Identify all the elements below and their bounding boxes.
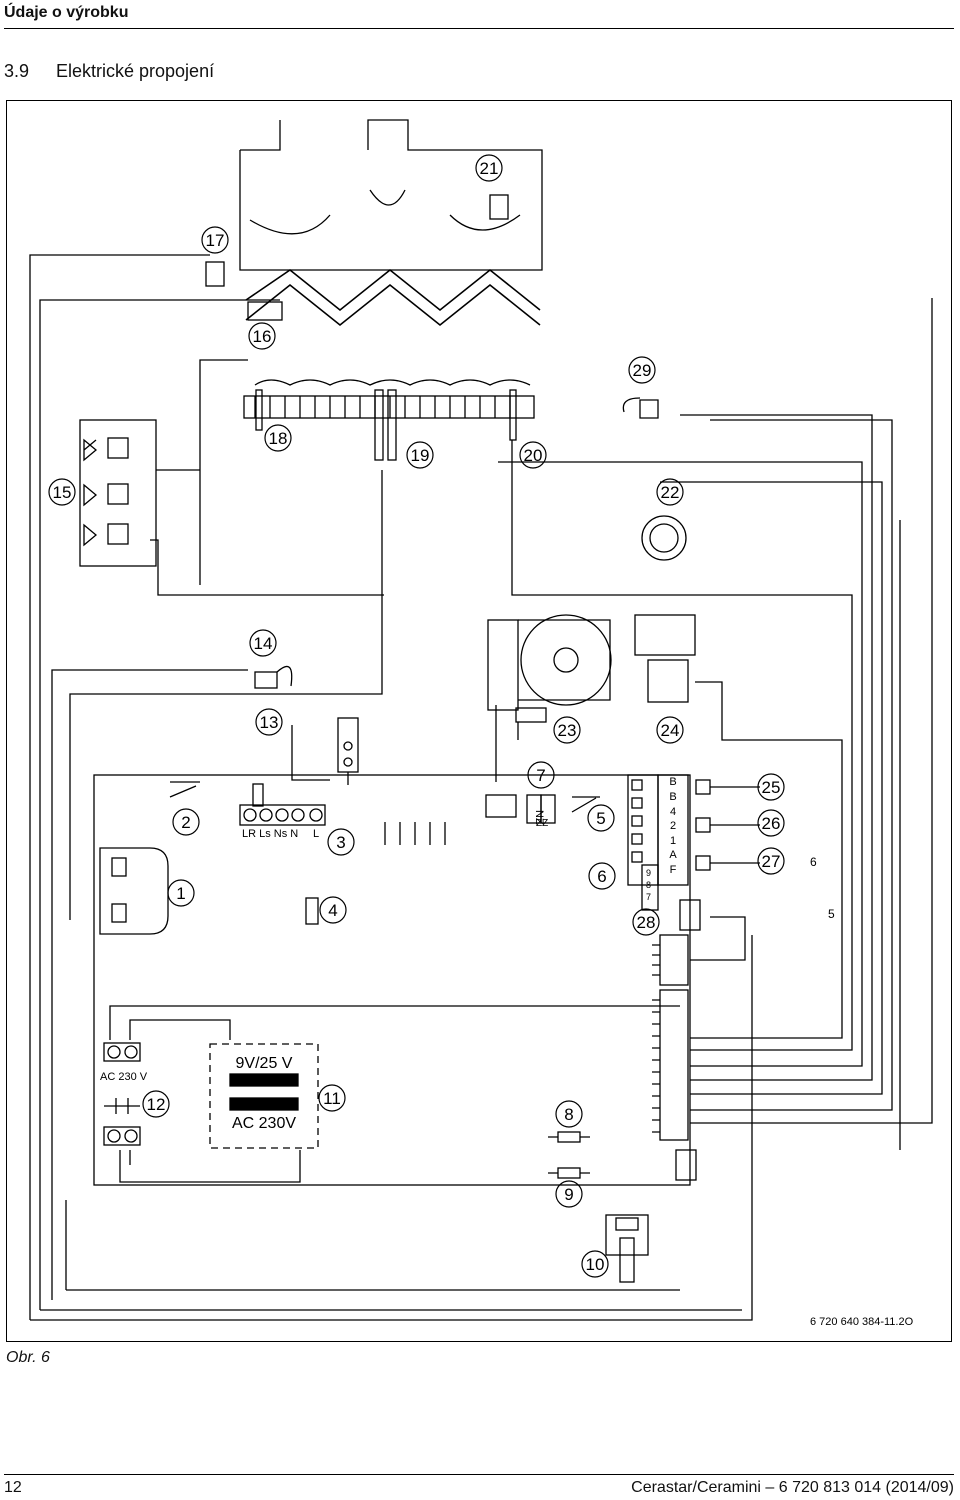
callout-5: 5 [596,809,605,828]
section-title: Elektrické propojení [56,61,215,81]
callout-27: 27 [762,852,781,871]
callout-9: 9 [564,1185,573,1204]
side-label-b2: B [669,791,676,803]
side-label-f: F [670,864,677,876]
callout-14: 14 [254,634,273,653]
side-label-b1: B [669,776,676,788]
callout-22: 22 [661,483,680,502]
footer-rule [4,1474,954,1475]
terminal-label-zz: ZZ [536,818,548,829]
callout-17: 17 [206,231,225,250]
callout-10: 10 [586,1255,605,1274]
callout-6: 6 [597,867,606,886]
small-label-9: 9 [646,868,651,878]
section-number: 3.9 [4,61,30,81]
wire-number-six: 6 [810,855,817,869]
small-label-8: 8 [646,880,651,890]
terminal-label-power: LR Ls Ns N [242,828,298,840]
footer-page-number: 12 [4,1479,22,1496]
callout-23: 23 [558,721,577,740]
transformer-primary-label: AC 230V [232,1115,296,1132]
callout-29: 29 [633,361,652,380]
callout-7: 7 [536,766,545,785]
callout-28: 28 [637,913,656,932]
header-rule [4,28,954,29]
callout-26: 26 [762,814,781,833]
callout-11: 11 [323,1089,341,1108]
side-label-4: 4 [670,806,676,818]
header-title: Údaje o výrobku [4,4,129,21]
callout-8: 8 [564,1105,573,1124]
mains-label: AC 230 V [100,1071,148,1083]
callout-21: 21 [480,159,499,178]
diagram-frame [6,100,952,1342]
footer-document-id: Cerastar/Ceramini – 6 720 813 014 (2014/… [631,1479,954,1496]
callout-13: 13 [260,713,279,732]
callout-19: 19 [411,446,430,465]
callout-20: 20 [524,446,543,465]
figure-label: Obr. 6 [6,1349,50,1366]
callout-25: 25 [762,778,781,797]
diagram-code: 6 720 640 384-11.2O [810,1316,914,1328]
side-label-2: 2 [670,820,676,832]
callout-15: 15 [53,483,72,502]
section-heading: 3.9 Elektrické propojení [4,61,214,82]
terminal-label-nz: NZ [533,810,545,825]
callout-24: 24 [661,721,680,740]
callout-18: 18 [269,429,288,448]
wire-number-five: 5 [828,907,835,921]
callout-3: 3 [336,833,345,852]
callout-1: 1 [176,884,185,903]
terminal-label-live: L [313,828,319,840]
callout-4: 4 [328,901,337,920]
transformer-secondary-label: 9V/25 V [236,1055,293,1072]
callout-12: 12 [147,1095,166,1114]
callout-16: 16 [253,327,272,346]
callout-2: 2 [181,813,190,832]
small-label-7: 7 [646,892,651,902]
side-label-a: A [669,849,677,861]
side-label-1: 1 [670,835,676,847]
